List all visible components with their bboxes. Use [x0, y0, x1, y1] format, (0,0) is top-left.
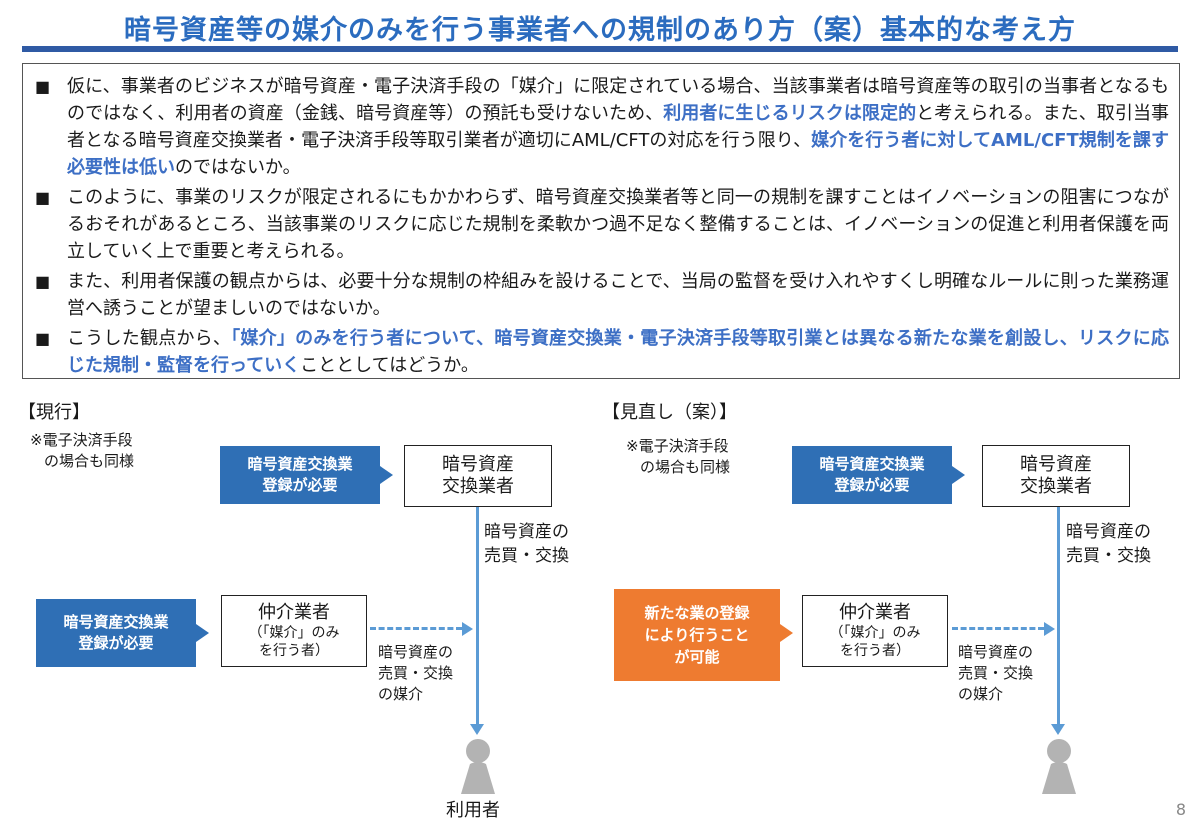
proposed-mediation-label-line-1: 暗号資産の	[958, 643, 1034, 661]
proposed-exchange-callout-line-1: 暗号資産交換業	[819, 455, 925, 473]
proposed-note-line-1: ※電子決済手段	[626, 437, 729, 455]
current-mediation-label-line-3: の媒介	[378, 685, 424, 703]
proposed-mediation-label-line-3: の媒介	[958, 685, 1004, 703]
bullet-4-text-1: こうした観点から、	[67, 328, 232, 349]
proposed-exchange-node: 暗号資産 交換業者	[982, 445, 1130, 507]
proposed-broker-callout-pointer	[780, 624, 793, 642]
current-exchange-node: 暗号資産 交換業者	[404, 445, 552, 507]
current-mediation-label: 暗号資産の 売買・交換 の媒介	[378, 642, 453, 705]
proposed-note: ※電子決済手段 の場合も同様	[626, 436, 730, 478]
current-broker-node-sub-2: を行う者）	[259, 643, 329, 659]
current-broker-node-sub-1: （「媒介」のみ	[248, 625, 340, 641]
current-note-line-2: の場合も同様	[44, 452, 135, 470]
proposed-broker-callout-line-3: が可能	[674, 648, 720, 666]
proposed-trade-arrow-icon	[1051, 724, 1065, 735]
proposed-note-line-2: の場合も同様	[640, 458, 731, 476]
bullet-2-text-1: このように、事業のリスクが限定されるにもかかわらず、暗号資産交換業者等と同一の規…	[67, 187, 1169, 262]
proposed-trade-line	[1057, 507, 1060, 727]
current-mediation-label-line-1: 暗号資産の	[378, 643, 454, 661]
bullet-1-highlight-2: 媒介を行う者に対してAML/CFT規制を課す必要性は低い	[67, 130, 1169, 178]
current-broker-callout-line-2: 登録が必要	[78, 634, 154, 652]
current-broker-callout-pointer	[196, 624, 209, 642]
bullet-1-text-3: のではないか。	[175, 157, 301, 178]
bullet-paragraph-4: ■ こうした観点から、「媒介」のみを行う者について、暗号資産交換業・電子決済手段…	[33, 325, 1169, 379]
bullet-1-highlight-1: 利用者に生じるリスクは限定的	[663, 103, 917, 124]
proposed-trade-label-line-1: 暗号資産の	[1066, 522, 1151, 542]
proposed-exchange-node-line-2: 交換業者	[1020, 476, 1092, 497]
page-title: 暗号資産等の媒介のみを行う事業者への規制のあり方（案）基本的な考え方	[124, 15, 1076, 46]
proposed-section-label: 【見直し（案）】	[602, 402, 737, 423]
current-trade-line	[476, 507, 479, 727]
proposed-new-business-callout: 新たな業の登録 により行うこと が可能	[614, 589, 780, 681]
current-note: ※電子決済手段 の場合も同様	[30, 430, 134, 472]
current-exchange-callout-pointer	[380, 466, 393, 484]
bullet-1-text-2: と考えられる。また、取引当事者となる暗号資産交換業者・電子決済手段等取引業者が適…	[67, 103, 1170, 151]
proposed-broker-callout-line-1: 新たな業の登録	[644, 604, 750, 622]
current-trade-label: 暗号資産の 売買・交換	[484, 520, 569, 568]
proposed-exchange-registration-callout: 暗号資産交換業 登録が必要	[792, 446, 952, 504]
proposed-trade-label: 暗号資産の 売買・交換	[1066, 520, 1151, 568]
current-mediation-arrow-icon	[462, 622, 473, 636]
proposed-broker-node-main: 仲介業者	[839, 602, 911, 623]
proposed-mediation-dashed-line	[952, 627, 1044, 630]
current-exchange-node-line-2: 交換業者	[442, 476, 514, 497]
bullet-paragraph-3: ■ また、利用者保護の観点からは、必要十分な規制の枠組みを設けることで、当局の監…	[33, 268, 1169, 322]
current-exchange-node-line-1: 暗号資産	[442, 454, 514, 475]
bullet-paragraph-2: ■ このように、事業のリスクが限定されるにもかかわらず、暗号資産交換業者等と同一…	[33, 184, 1169, 265]
title-underline	[22, 46, 1178, 52]
proposed-broker-node-sub-1: （「媒介」のみ	[829, 625, 921, 641]
current-section-label: 【現行】	[18, 402, 90, 423]
current-trade-arrow-icon	[470, 724, 484, 735]
person-icon	[1042, 739, 1076, 794]
current-trade-label-line-2: 売買・交換	[484, 546, 569, 566]
current-broker-node: 仲介業者 （「媒介」のみ を行う者）	[221, 595, 367, 667]
person-icon	[461, 739, 495, 794]
current-broker-callout-line-1: 暗号資産交換業	[63, 613, 169, 631]
bullet-4-text-2: こととしてはどうか。	[300, 355, 479, 376]
summary-panel: ■ 仮に、事業者のビジネスが暗号資産・電子決済手段の「媒介」に限定されている場合…	[22, 63, 1180, 379]
user-label: 利用者	[446, 800, 500, 821]
proposed-exchange-callout-pointer	[952, 466, 965, 484]
proposed-mediation-arrow-icon	[1044, 622, 1055, 636]
current-trade-label-line-1: 暗号資産の	[484, 522, 569, 542]
proposed-broker-callout-line-2: により行うこと	[644, 626, 750, 644]
current-broker-registration-callout: 暗号資産交換業 登録が必要	[36, 599, 196, 667]
proposed-mediation-label-line-2: 売買・交換	[958, 664, 1034, 682]
bullet-3-text-1: また、利用者保護の観点からは、必要十分な規制の枠組みを設けることで、当局の監督を…	[67, 271, 1169, 319]
current-exchange-registration-callout: 暗号資産交換業 登録が必要	[220, 446, 380, 504]
proposed-exchange-callout-line-2: 登録が必要	[834, 476, 910, 494]
bullet-1-text-1: 仮に、事業者のビジネスが暗号資産・電子決済手段の「媒介」に限定されている場合、当…	[67, 76, 1169, 124]
bullet-4-highlight-1: 「媒介」のみを行う者について、暗号資産交換業・電子決済手段等取引業とは異なる新た…	[67, 328, 1169, 376]
current-note-line-1: ※電子決済手段	[30, 431, 133, 449]
current-broker-node-main: 仲介業者	[258, 602, 330, 623]
square-bullet-icon: ■	[35, 188, 51, 207]
current-exchange-callout-line-2: 登録が必要	[262, 476, 338, 494]
proposed-trade-label-line-2: 売買・交換	[1066, 546, 1151, 566]
page-number: 8	[1175, 800, 1186, 819]
current-mediation-dashed-line	[370, 627, 462, 630]
proposed-broker-node: 仲介業者 （「媒介」のみ を行う者）	[802, 595, 948, 667]
current-mediation-label-line-2: 売買・交換	[378, 664, 454, 682]
square-bullet-icon: ■	[35, 77, 51, 96]
square-bullet-icon: ■	[35, 272, 51, 291]
proposed-broker-node-sub-2: を行う者）	[840, 643, 910, 659]
proposed-mediation-label: 暗号資産の 売買・交換 の媒介	[958, 642, 1033, 705]
bullet-paragraph-1: ■ 仮に、事業者のビジネスが暗号資産・電子決済手段の「媒介」に限定されている場合…	[33, 73, 1169, 181]
square-bullet-icon: ■	[35, 329, 51, 348]
proposed-exchange-node-line-1: 暗号資産	[1020, 454, 1092, 475]
current-exchange-callout-line-1: 暗号資産交換業	[247, 455, 353, 473]
